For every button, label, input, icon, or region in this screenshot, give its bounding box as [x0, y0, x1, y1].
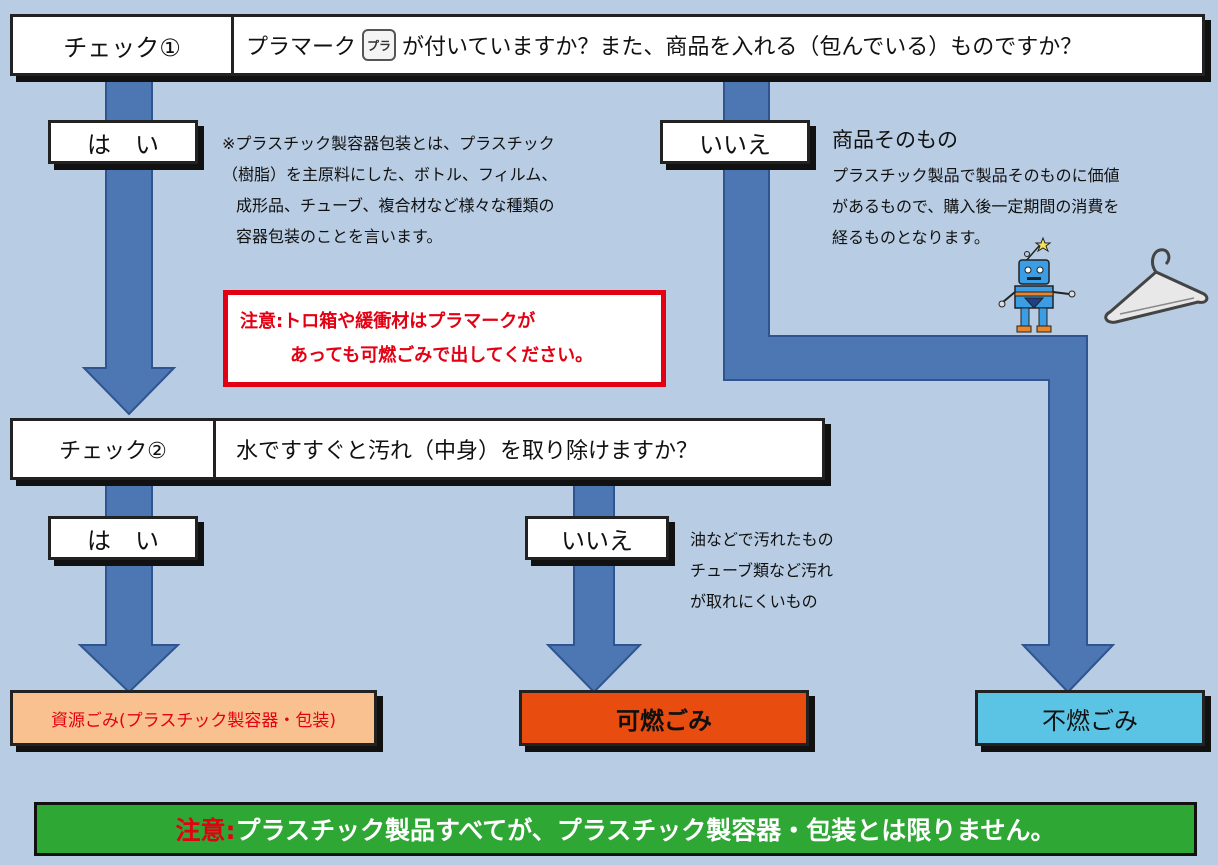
- no2-note: 油などで汚れたもの チューブ類など汚れ が取れにくいもの: [690, 524, 834, 617]
- caution-line1: 注意:トロ箱や緩衝材はプラマークが: [240, 311, 536, 332]
- no1-label: いいえ: [660, 120, 810, 164]
- yes1-label: は い: [48, 120, 198, 164]
- check1-label: チェック①: [13, 17, 234, 73]
- yes1-note-line3: 成形品、チューブ、複合材など様々な種類の: [236, 196, 555, 215]
- no2-note-line2: チューブ類など汚れ: [690, 561, 834, 580]
- footer-text: プラスチック製品すべてが、プラスチック製容器・包装とは限りません。: [235, 816, 1056, 845]
- no2-note-line1: 油などで汚れたもの: [690, 530, 834, 549]
- footer-notice: 注意: プラスチック製品すべてが、プラスチック製容器・包装とは限りません。: [34, 802, 1197, 856]
- yes1-note-line2: （樹脂）を主原料にした、ボトル、フィルム、: [222, 165, 558, 184]
- no1-note-line3: 経るものとなります。: [832, 228, 990, 247]
- no1-title: 商品そのもの: [832, 128, 958, 152]
- no1-note: プラスチック製品で製品そのものに価値 があるもので、購入後一定期間の消費を 経る…: [832, 160, 1120, 253]
- check1-bar: チェック① プラマーク プラ が付いていますか？また、商品を入れる（包んでいる）…: [10, 14, 1205, 76]
- check1-question-pre: プラマーク: [246, 35, 357, 60]
- result-burnable: 可燃ごみ: [519, 690, 809, 746]
- yes1-note-line4: 容器包装のことを言います。: [236, 227, 443, 246]
- result-nonburnable: 不燃ごみ: [975, 690, 1205, 746]
- footer-prefix: 注意:: [175, 816, 236, 845]
- result-nonburnable-label: 不燃ごみ: [1042, 706, 1138, 735]
- robot-icon: [998, 236, 1076, 333]
- hanger-icon: [1104, 248, 1209, 324]
- check2-bar: チェック② 水ですすぐと汚れ（中身）を取り除けますか？: [10, 418, 825, 480]
- arrow-check2-to-burnable: [545, 479, 643, 694]
- check1-question: プラマーク プラ が付いていますか？また、商品を入れる（包んでいる）ものですか？: [234, 29, 1082, 61]
- result-resource: 資源ごみ(プラスチック製容器・包装): [10, 690, 377, 746]
- arrow-check2-to-resource: [77, 479, 181, 694]
- result-burnable-label: 可燃ごみ: [616, 706, 712, 735]
- caution-box: 注意:トロ箱や緩衝材はプラマークが あっても可燃ごみで出してください。: [223, 290, 666, 387]
- caution-line2: あっても可燃ごみで出してください。: [290, 345, 594, 366]
- check2-label: チェック②: [13, 421, 216, 477]
- result-resource-label: 資源ごみ(プラスチック製容器・包装): [51, 710, 336, 731]
- yes2-label: は い: [48, 516, 198, 560]
- plastic-mark-icon: プラ: [362, 29, 397, 61]
- check1-question-post: が付いていますか？また、商品を入れる（包んでいる）ものですか？: [402, 35, 1083, 60]
- no2-label: いいえ: [525, 516, 669, 560]
- yes1-note: ※プラスチック製容器包装とは、プラスチック （樹脂）を主原料にした、ボトル、フィ…: [222, 128, 557, 252]
- no2-note-line3: が取れにくいもの: [690, 592, 818, 611]
- yes1-note-line1: ※プラスチック製容器包装とは、プラスチック: [222, 134, 555, 153]
- no1-note-line1: プラスチック製品で製品そのものに価値: [832, 166, 1120, 185]
- check2-question: 水ですすぐと汚れ（中身）を取り除けますか？: [236, 439, 699, 464]
- plastic-mark-text: プラ: [367, 38, 392, 53]
- no1-note-line2: があるもので、購入後一定期間の消費を: [832, 197, 1120, 216]
